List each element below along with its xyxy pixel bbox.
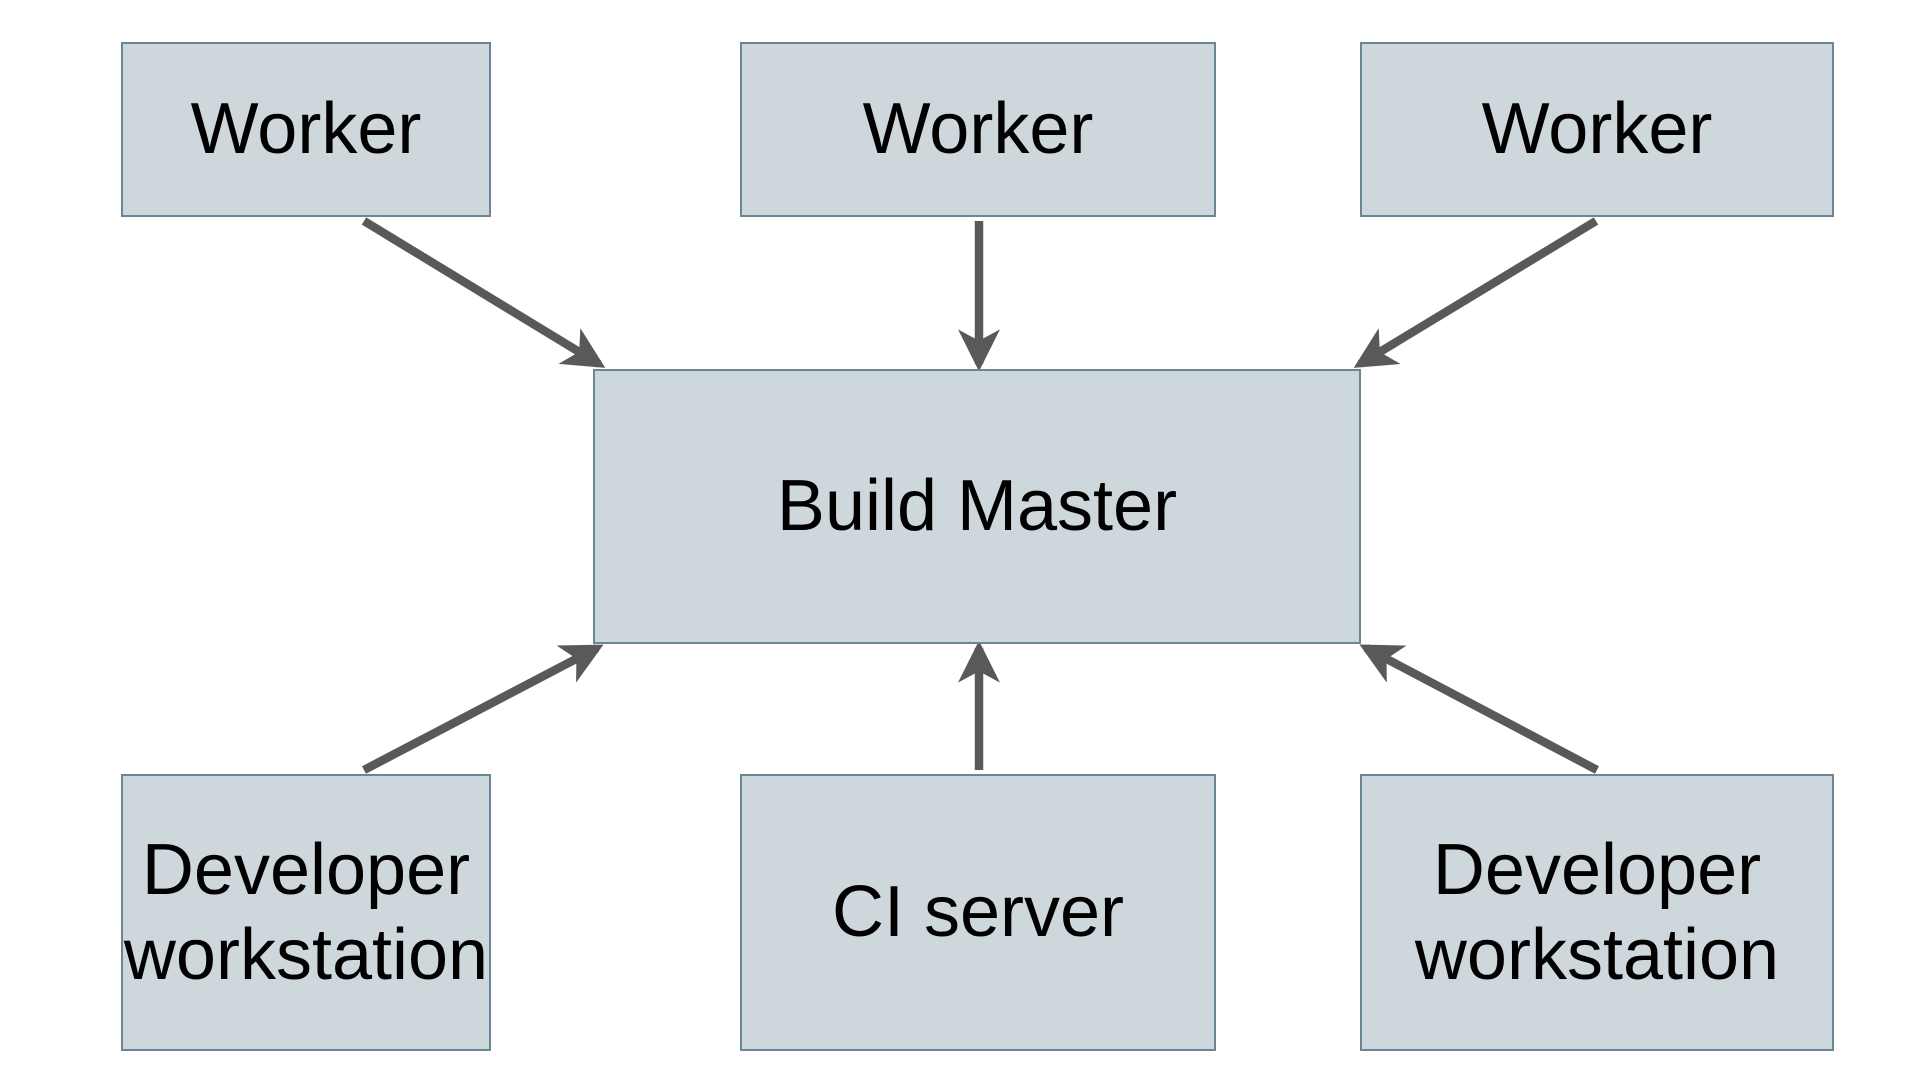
edge-dev-workstation-right-to-build-master xyxy=(1359,644,1599,774)
node-build-master[interactable]: Build Master xyxy=(593,369,1361,644)
node-worker-2[interactable]: Worker xyxy=(740,42,1216,217)
node-dev-workstation-left-label: Developer workstation xyxy=(123,829,489,995)
node-dev-workstation-right[interactable]: Developer workstation xyxy=(1360,774,1834,1051)
node-dev-workstation-right-label: Developer workstation xyxy=(1414,829,1780,995)
node-worker-3[interactable]: Worker xyxy=(1360,42,1834,217)
node-dev-workstation-left[interactable]: Developer workstation xyxy=(121,774,491,1051)
node-ci-server[interactable]: CI server xyxy=(740,774,1216,1051)
node-build-master-label: Build Master xyxy=(776,466,1178,547)
edge-worker-3-to-build-master xyxy=(1353,217,1599,368)
node-ci-server-label: CI server xyxy=(831,872,1125,953)
edge-worker-1-to-build-master xyxy=(361,217,606,368)
node-worker-2-label: Worker xyxy=(862,89,1094,170)
node-worker-3-label: Worker xyxy=(1481,89,1713,170)
edge-dev-workstation-left-to-build-master xyxy=(362,644,604,774)
node-worker-1[interactable]: Worker xyxy=(121,42,491,217)
node-worker-1-label: Worker xyxy=(190,89,422,170)
